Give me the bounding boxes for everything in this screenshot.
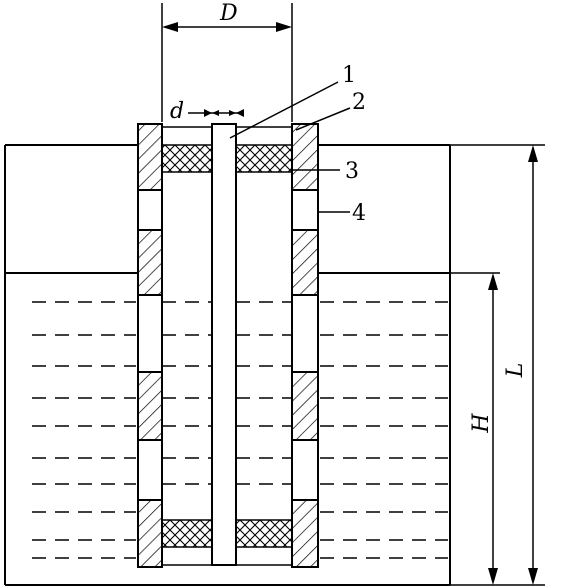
label-d: d — [170, 99, 184, 124]
label-L: L — [503, 363, 528, 379]
right-wall-segment-3 — [291, 229, 319, 296]
leader-lines — [229, 81, 351, 213]
label-D: D — [219, 1, 238, 26]
left-wall-segment-4 — [137, 294, 163, 373]
right-wall-segment-7 — [291, 499, 319, 568]
left-wall-segment-2 — [137, 189, 163, 231]
tank — [4, 144, 451, 586]
outer-cylinder-right-wall — [291, 123, 319, 568]
dimension-d: d — [170, 99, 244, 124]
outer-cylinder-left-wall — [137, 123, 163, 568]
seal-ring-top — [161, 144, 293, 173]
left-wall-segment-5 — [137, 371, 163, 441]
seal-ring-bottom — [161, 519, 293, 566]
label-H: H — [469, 413, 494, 434]
part-label-2: 2 — [352, 90, 366, 115]
part-label-3: 3 — [345, 159, 359, 184]
right-wall-segment-1 — [291, 123, 319, 191]
right-wall-segment-4 — [291, 294, 319, 373]
part-label-4: 4 — [352, 201, 366, 226]
center-rod — [211, 123, 237, 566]
right-wall-segment-5 — [291, 371, 319, 441]
right-wall-segment-2 — [291, 189, 319, 231]
liquid-dashes — [32, 301, 448, 559]
dimension-H: H — [450, 272, 545, 586]
left-wall-segment-1 — [137, 123, 163, 191]
left-wall-segment-6 — [137, 439, 163, 501]
right-wall-segment-6 — [291, 439, 319, 501]
part-label-1: 1 — [342, 63, 356, 88]
dimension-L: L — [450, 144, 545, 585]
left-wall-segment-3 — [137, 229, 163, 296]
dimension-D: D — [161, 1, 293, 122]
left-wall-segment-7 — [137, 499, 163, 568]
